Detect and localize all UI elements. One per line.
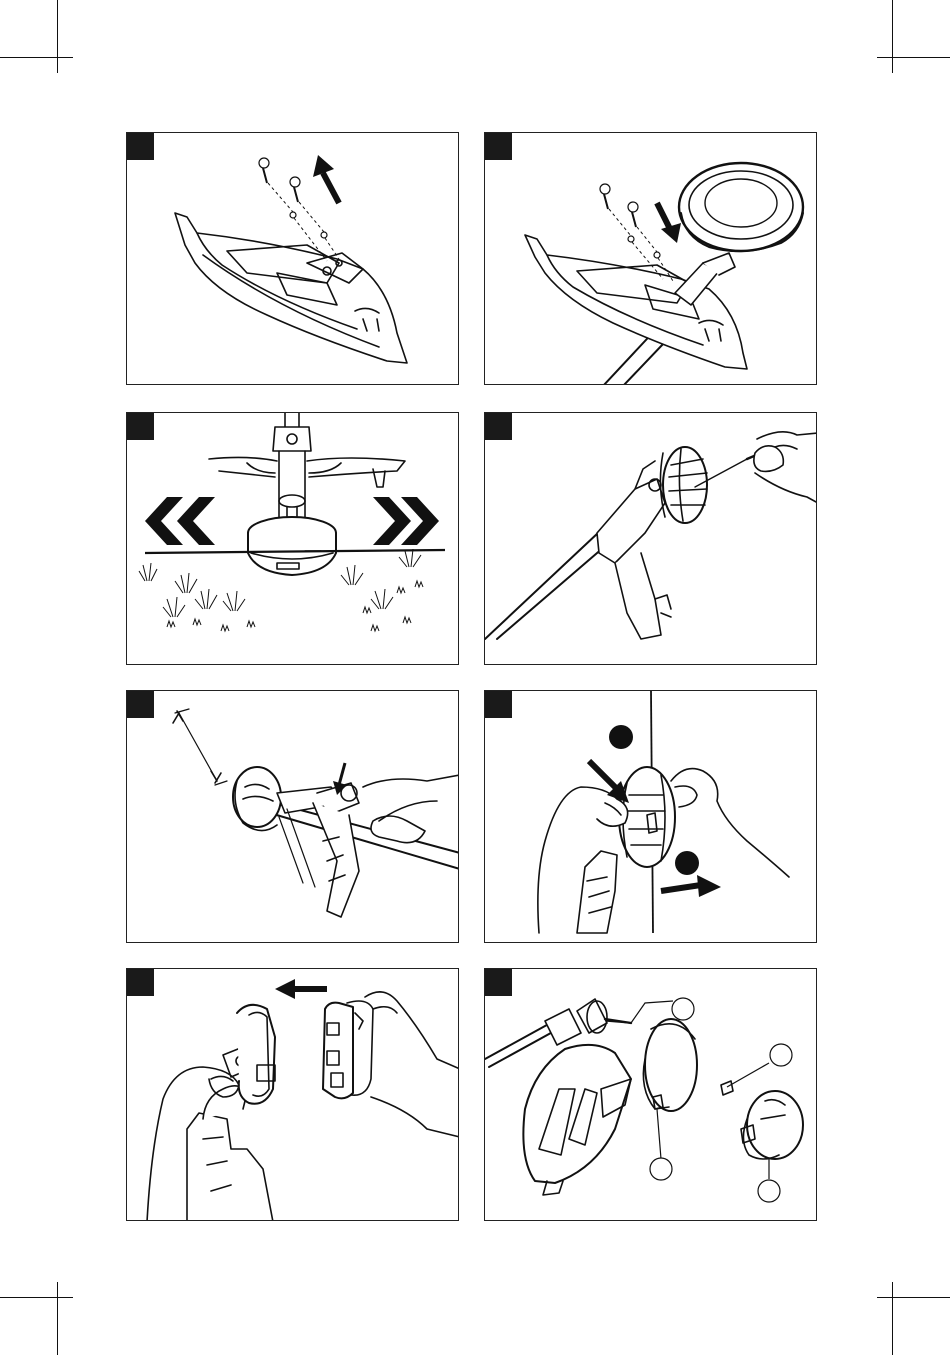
arrow-left-icon	[275, 979, 327, 999]
callout-a	[672, 998, 694, 1020]
figure-3	[126, 412, 459, 665]
callout-d	[758, 1180, 780, 1202]
step-marker-1	[609, 725, 633, 749]
figure-7	[126, 968, 459, 1221]
chevron-right-icon	[373, 497, 439, 545]
figure-6	[484, 690, 817, 943]
arrow-down-icon	[657, 203, 681, 243]
cutting-motion-illustration	[127, 413, 459, 665]
feed-line-illustration	[485, 691, 817, 943]
arrow-right-icon	[661, 875, 721, 897]
remove-cover-illustration	[127, 969, 459, 1221]
press-eyelet-illustration	[485, 413, 817, 665]
figure-1	[126, 132, 459, 385]
figure-4	[484, 412, 817, 665]
arrow-up-icon	[313, 155, 339, 203]
exploded-parts-illustration	[485, 969, 817, 1221]
line-length-illustration	[127, 691, 459, 943]
figure-5	[126, 690, 459, 943]
figure-8	[484, 968, 817, 1221]
chevron-left-icon	[145, 497, 215, 545]
callout-c	[650, 1158, 672, 1180]
guard-mounting-illustration	[485, 133, 817, 385]
step-marker-2	[675, 851, 699, 875]
callout-b	[770, 1044, 792, 1066]
figure-2	[484, 132, 817, 385]
guard-screw-removal-illustration	[127, 133, 459, 385]
